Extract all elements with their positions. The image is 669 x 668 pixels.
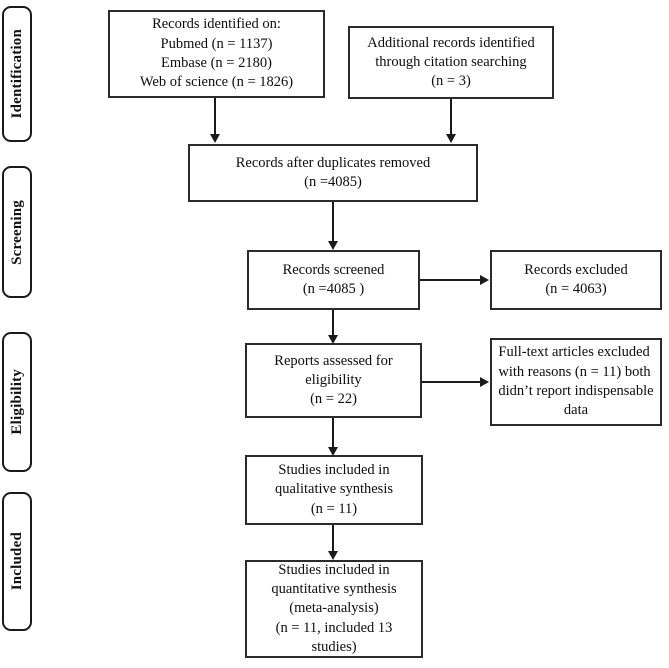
stage-identification-label: Identification	[8, 29, 25, 119]
connector-identified-to-duplicates	[214, 98, 216, 136]
box-records-identified: Records identified on: Pubmed (n = 1137)…	[108, 10, 325, 98]
arrowhead-qualitative-to-quantitative	[328, 551, 338, 560]
box-records-screened: Records screened (n =4085 )	[247, 250, 420, 310]
box-additional-records-text: Additional records identified through ci…	[367, 34, 535, 90]
connector-additional-to-duplicates	[450, 99, 452, 136]
stage-screening: Screening	[2, 166, 32, 298]
arrowhead-assessed-to-qualitative	[328, 447, 338, 456]
arrowhead-identified-to-duplicates	[210, 134, 220, 143]
arrowhead-duplicates-to-screened	[328, 241, 338, 250]
stage-screening-label: Screening	[8, 199, 25, 265]
box-quantitative-synthesis-text: Studies included in quantitative synthes…	[271, 561, 397, 655]
connector-assessed-to-qualitative	[332, 418, 334, 448]
arrowhead-additional-to-duplicates	[446, 134, 456, 143]
box-records-screened-text: Records screened (n =4085 )	[282, 261, 385, 297]
connector-screened-to-excluded	[420, 279, 481, 281]
stage-included: Included	[2, 492, 32, 631]
stage-included-label: Included	[8, 532, 25, 591]
box-reports-assessed: Reports assessed for eligibility (n = 22…	[245, 343, 422, 418]
box-fulltext-excluded-line2: with reasons (n = 11) both	[498, 363, 651, 380]
box-qualitative-synthesis: Studies included in qualitative synthesi…	[245, 455, 423, 525]
box-fulltext-excluded-line1: Full-text articles excluded	[498, 344, 650, 361]
stage-identification: Identification	[2, 6, 32, 142]
arrowhead-screened-to-assessed	[328, 335, 338, 344]
connector-screened-to-assessed	[332, 310, 334, 337]
stage-eligibility-label: Eligibility	[8, 369, 25, 435]
box-additional-records: Additional records identified through ci…	[348, 26, 554, 99]
arrowhead-assessed-to-fulltext-excluded	[480, 377, 489, 387]
stage-eligibility: Eligibility	[2, 332, 32, 472]
arrowhead-screened-to-excluded	[480, 275, 489, 285]
box-qualitative-synthesis-text: Studies included in qualitative synthesi…	[275, 462, 393, 517]
connector-assessed-to-fulltext-excluded	[422, 381, 481, 383]
box-fulltext-excluded-text: Full-text articles excluded with reasons …	[498, 343, 653, 420]
box-fulltext-excluded: Full-text articles excluded with reasons …	[490, 338, 662, 426]
box-duplicates-removed-text: Records after duplicates removed (n =408…	[235, 154, 431, 190]
connector-duplicates-to-screened	[332, 202, 334, 242]
box-fulltext-excluded-line3: didn’t report indispensable	[498, 383, 654, 399]
box-records-excluded: Records excluded (n = 4063)	[490, 250, 662, 310]
box-records-identified-text: Records identified on: Pubmed (n = 1137)…	[139, 16, 294, 91]
box-duplicates-removed: Records after duplicates removed (n =408…	[188, 144, 478, 202]
box-records-excluded-text: Records excluded (n = 4063)	[524, 261, 628, 297]
connector-qualitative-to-quantitative	[332, 525, 334, 553]
box-quantitative-synthesis: Studies included in quantitative synthes…	[245, 560, 423, 658]
box-reports-assessed-text: Reports assessed for eligibility (n = 22…	[274, 352, 393, 408]
box-fulltext-excluded-line4: data	[563, 402, 589, 419]
